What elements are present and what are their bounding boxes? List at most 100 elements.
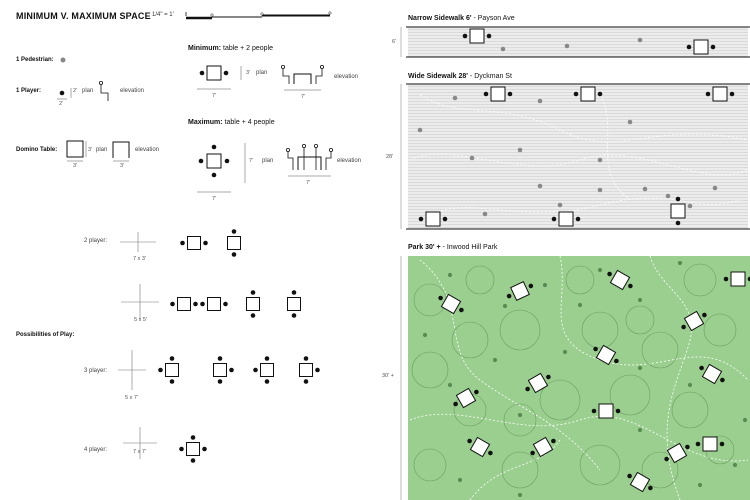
player-dot (264, 379, 270, 384)
table-top (693, 39, 709, 55)
play-area-cross (121, 284, 159, 320)
minimum-heading-rest: table + 2 people (221, 45, 274, 52)
table-top (580, 86, 596, 102)
maximum-heading-rest: table + 4 people (222, 119, 275, 126)
narrow-table (686, 39, 716, 55)
table-top (425, 211, 441, 227)
maximum-dim-elev: 7' (306, 180, 311, 186)
tree-canopy (609, 374, 651, 416)
domino-table-label: Domino Table: (16, 147, 58, 153)
table-top (595, 344, 617, 366)
tree-canopy (671, 391, 709, 429)
player-dot (705, 91, 711, 97)
pedestrian-dot (500, 46, 506, 52)
table-top (490, 86, 506, 102)
tree-canopy (581, 311, 619, 349)
park-table (467, 436, 493, 458)
park-path (419, 259, 601, 471)
row-4player-size: 7 x 7' (133, 449, 146, 455)
player-dot (264, 356, 270, 361)
table-elevation-label: elevation (135, 147, 160, 153)
site-wide-title-bold: Wide Sidewalk 28' (408, 73, 468, 80)
domino-table (200, 297, 228, 311)
tree-canopy (579, 444, 621, 486)
pedestrian-dot (577, 302, 583, 308)
table-top (187, 236, 201, 250)
player-dot (203, 240, 208, 246)
domino-table-plan-icon (66, 140, 84, 158)
pedestrian-dot-icon (60, 57, 66, 63)
table-dim-bottom: 3' (73, 163, 78, 169)
player-dot (169, 379, 175, 384)
player-dot (528, 283, 534, 289)
scale-label: 1/4" = 1' (152, 12, 174, 18)
pedestrian-dot (564, 43, 570, 49)
tree-canopy (501, 451, 539, 489)
player-dot (474, 389, 479, 395)
player-dot (551, 438, 556, 444)
narrow-table (462, 28, 492, 44)
site-wide-title-rest: - Dyckman St (467, 73, 512, 80)
park-table (607, 269, 633, 291)
table-dim-side: 3' (88, 147, 93, 153)
domino-table (287, 290, 301, 318)
player-dot (418, 216, 424, 222)
domino-table (213, 356, 234, 384)
player-dot (229, 367, 234, 373)
tree-canopy (565, 265, 595, 295)
row-4player-label: 4 player: (84, 447, 108, 453)
pedestrian-dot (537, 183, 543, 189)
site-narrow-title-bold: Narrow Sidewalk 6' (408, 15, 472, 22)
pedestrian-dot (537, 98, 543, 104)
park-table (438, 293, 464, 315)
tree-canopy (499, 309, 541, 351)
table-top (287, 297, 301, 311)
player-dot (158, 367, 163, 373)
player-dot (607, 271, 612, 277)
pedestrian-dot (627, 119, 633, 125)
player-dot (591, 408, 597, 414)
park-table (530, 436, 556, 458)
park-path (559, 255, 749, 381)
park-table (593, 344, 619, 366)
pedestrian-dot (642, 186, 648, 192)
domino-table (246, 290, 260, 318)
play-area-cross (123, 427, 157, 459)
site-panels (400, 26, 750, 500)
player-dot (179, 446, 184, 452)
pedestrian-dot (742, 417, 748, 423)
domino-table (299, 356, 320, 384)
player-dot (459, 307, 464, 313)
minimum-dim-plan: 7' (212, 93, 217, 99)
table-top (165, 363, 179, 377)
site-wide-dim: 28' (386, 154, 394, 160)
player-dim-side: 2' (73, 88, 78, 94)
site-narrow-title-rest: - Payson Ave (471, 15, 515, 22)
park-area (408, 256, 750, 500)
tree-canopy (465, 265, 495, 295)
table-top (227, 236, 241, 250)
pedestrian-label: 1 Pedestrian: (16, 57, 54, 63)
player-dot (486, 33, 492, 39)
pedestrian-dot (517, 147, 523, 153)
row-2player-label: 2 player: (84, 238, 108, 244)
walking-path (419, 94, 749, 142)
play-area-cross (118, 350, 146, 390)
tree-canopy (503, 403, 537, 437)
table-plan-label: plan (96, 147, 108, 153)
maximum-heading-bold: Maximum: (188, 119, 223, 126)
possibilities-of-play (118, 229, 320, 463)
player-dot (627, 473, 632, 479)
table-top (469, 28, 485, 44)
player-dot (681, 324, 686, 330)
site-park-title: Park 30' + - Inwood Hill Park (408, 244, 497, 251)
player-dot (702, 312, 707, 318)
pedestrian-dot (665, 193, 671, 199)
tree-canopy (625, 305, 655, 335)
row-2player-size: 7 x 3' (133, 256, 146, 262)
player-dot (597, 91, 603, 97)
row-5x5-size: 5 x 5' (134, 317, 147, 323)
player-dot (593, 346, 598, 352)
domino-table (253, 356, 274, 384)
